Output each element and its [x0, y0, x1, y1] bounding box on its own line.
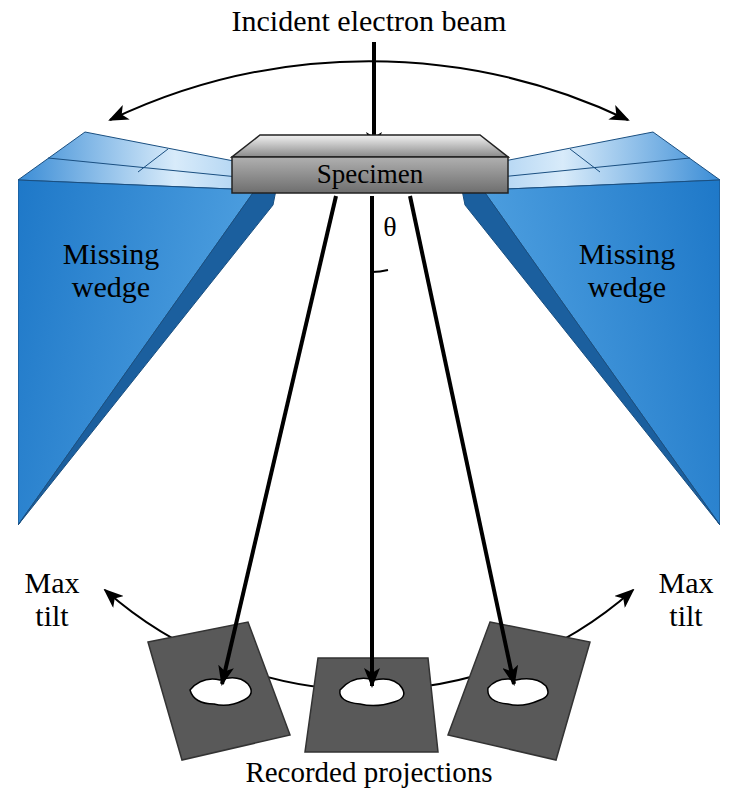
tilt-label: Max tilt — [646, 566, 726, 632]
tilt-label: Max tilt — [12, 566, 92, 632]
angle-arc — [372, 270, 388, 272]
projection-screen — [448, 622, 590, 760]
specimen-block: Specimen — [230, 133, 510, 195]
node-text: Specimen — [232, 160, 508, 190]
tilt-arc — [110, 61, 628, 120]
projection-screen — [148, 622, 290, 760]
angle-symbol: θ — [378, 212, 402, 243]
projection-ray — [370, 196, 374, 686]
caption-label: Recorded projections — [159, 757, 579, 789]
beam-label: Incident electron beam — [159, 4, 579, 37]
node-text: Missing wedge — [36, 237, 186, 303]
projection-ray — [222, 196, 336, 684]
projection-ray — [410, 196, 514, 684]
beam-arrow — [372, 42, 376, 150]
node-text: Missing wedge — [552, 237, 702, 303]
